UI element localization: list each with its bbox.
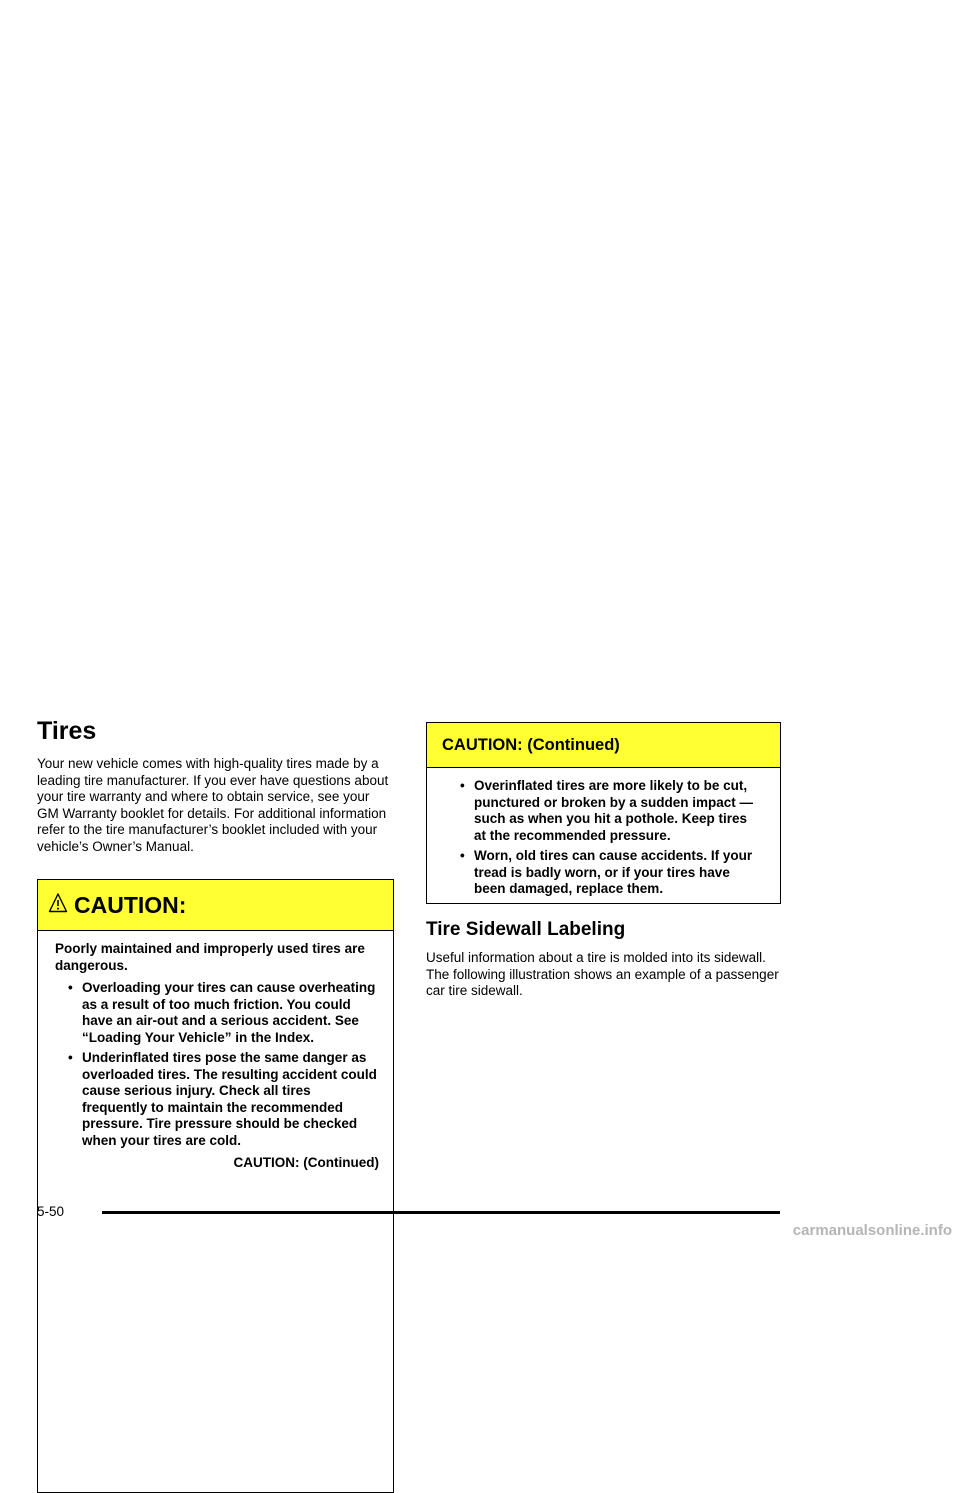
caution-continued-box: CAUTION: (Continued) • Overinflated tires…: [426, 722, 781, 904]
caution-bullet-list: • Overinflated tires are more likely to b…: [447, 778, 760, 898]
caution-bullet-text: Overinflated tires are more likely to be…: [474, 778, 754, 843]
caution-bullet: • Overloading your tires can cause overhe…: [68, 980, 379, 1046]
bullet-glyph: •: [460, 848, 465, 863]
caution-continued-header: CAUTION: (Continued): [427, 723, 780, 768]
caution-header: CAUTION:: [38, 880, 393, 931]
warning-triangle-icon: [48, 892, 68, 920]
left-column: Tires Your new vehicle comes with high-q…: [37, 715, 394, 1493]
caution-bullet: • Worn, old tires can cause accidents. If…: [460, 848, 760, 898]
section-title: Tires: [37, 717, 97, 745]
caution-continued-body: • Overinflated tires are more likely to b…: [427, 768, 780, 898]
caution-bullet-text: Overloading your tires can cause overhea…: [82, 980, 376, 1045]
footer-rule: [102, 1211, 780, 1214]
caution-bullet: • Overinflated tires are more likely to b…: [460, 778, 760, 844]
caution-heading: CAUTION:: [74, 891, 187, 918]
caution-bullet-list: • Overloading your tires can cause overhe…: [55, 980, 379, 1149]
caution-continued: CAUTION: (Continued): [233, 1155, 379, 1170]
bullet-glyph: •: [68, 1050, 73, 1065]
watermark: carmanualsonline.info: [792, 1222, 952, 1239]
bullet-glyph: •: [68, 980, 73, 995]
caution-intro: Poorly maintained and improperly used ti…: [55, 941, 365, 973]
sidewall-title: Tire Sidewall Labeling: [426, 919, 626, 940]
caution-bullet-text: Underinflated tires pose the same danger…: [82, 1050, 377, 1148]
bullet-glyph: •: [460, 778, 465, 793]
intro-paragraph: Your new vehicle comes with high-quality…: [37, 756, 389, 854]
sidewall-paragraph: Useful information about a tire is molde…: [426, 950, 779, 998]
caution-body: Poorly maintained and improperly used ti…: [38, 931, 393, 1172]
caution-bullet: • Underinflated tires pose the same dange…: [68, 1050, 379, 1149]
page-number: 5-50: [37, 1204, 65, 1219]
caution-box: CAUTION: Poorly maintained and improperl…: [37, 879, 394, 1493]
right-column: CAUTION: (Continued) • Overinflated tires…: [426, 722, 781, 1000]
caution-bullet-text: Worn, old tires can cause accidents. If …: [474, 848, 753, 896]
